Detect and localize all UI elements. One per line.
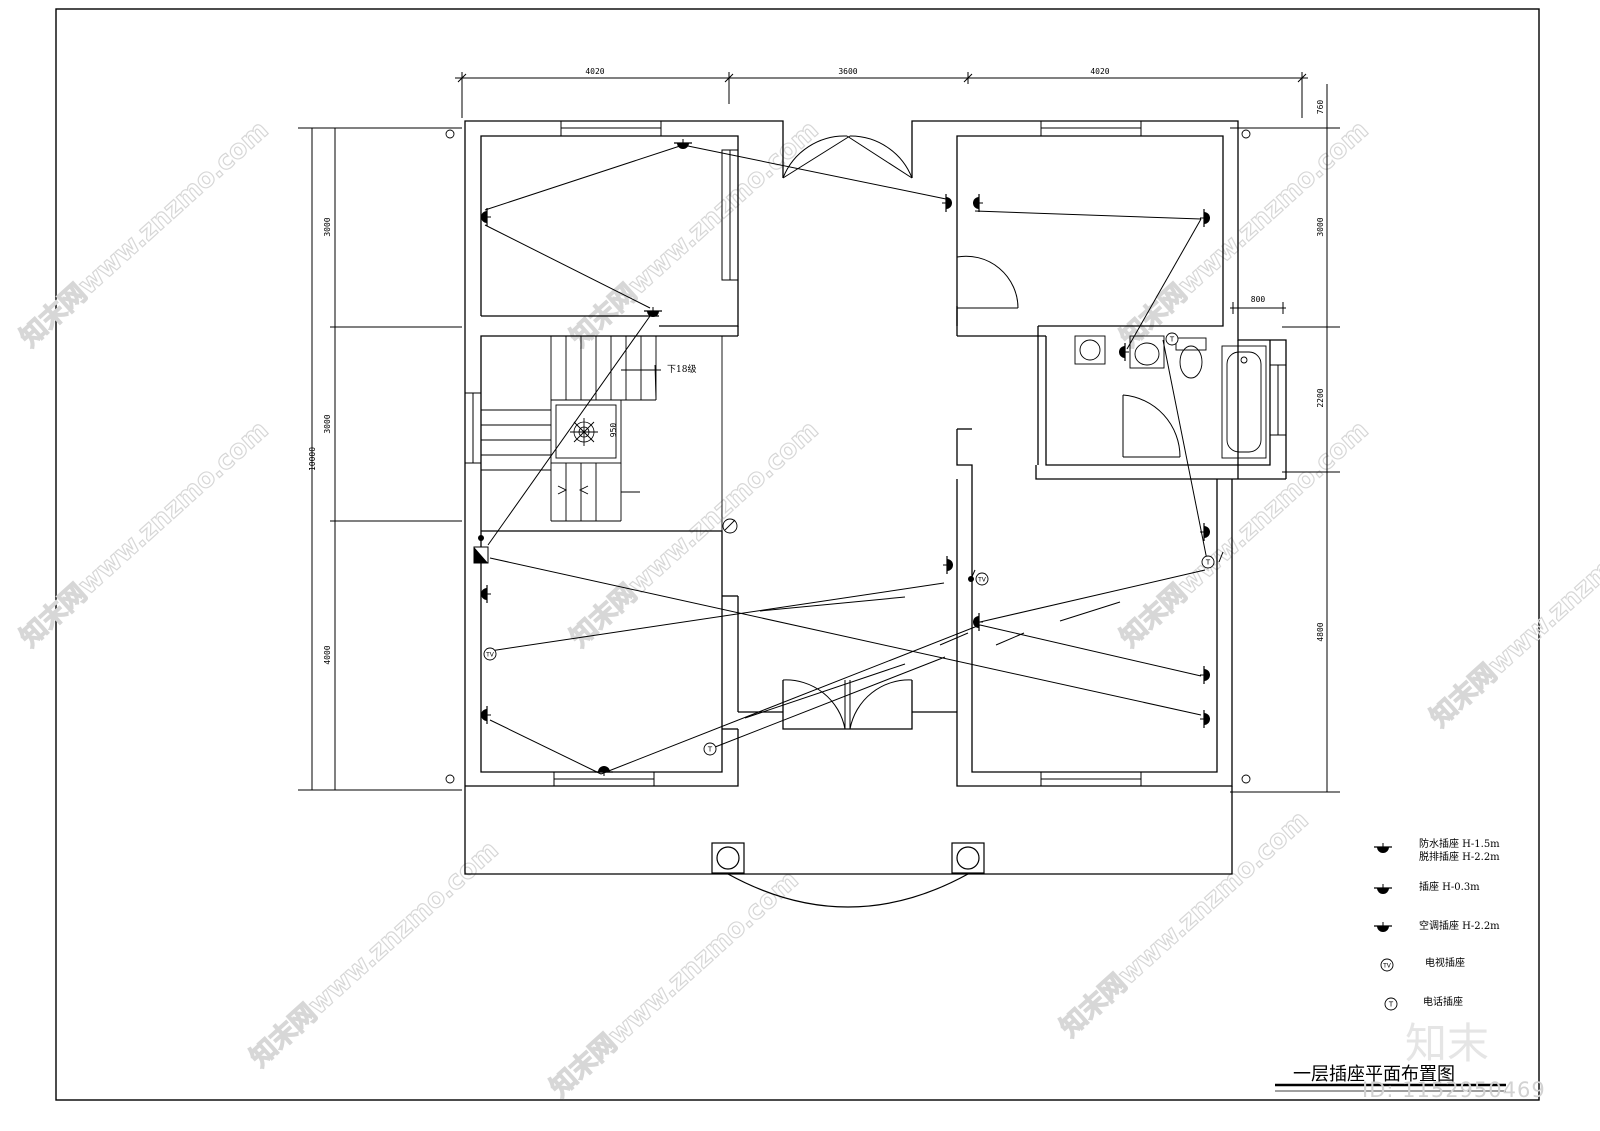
staircase: [480, 335, 723, 532]
waterproof-socket-icon: [1374, 843, 1392, 853]
watermark-text: 知末网www.znzmo.com: [545, 865, 805, 1103]
dim-right-1: 760: [1316, 100, 1325, 115]
porch-bay: [711, 842, 985, 908]
socket-icon: [973, 194, 983, 212]
tv-socket-icon: TV: [1380, 958, 1394, 972]
watermark-text: 知末网www.znzmo.com: [1115, 115, 1375, 353]
socket-icon: [942, 194, 952, 212]
svg-text:T: T: [707, 746, 713, 754]
legend-waterproof-line2: 脱排插座 H-2.2m: [1419, 850, 1500, 863]
svg-text:TV: TV: [977, 577, 987, 584]
watermark-brand: 知末: [1405, 1019, 1489, 1068]
dim-left-total: 10000: [308, 447, 317, 471]
socket-icon: [1200, 209, 1210, 227]
watermark-text: 知末网www.znzmo.com: [15, 115, 275, 353]
dim-right-2: 3000: [1316, 217, 1325, 236]
socket-icon: [481, 585, 491, 603]
svg-text:TV: TV: [1382, 963, 1392, 970]
watermark-text: 知末网www.znzmo.com: [565, 115, 825, 353]
watermark-layer: 知末网www.znzmo.com 知末网www.znzmo.com 知末网www.z…: [14, 114, 1600, 1103]
socket-icon: [481, 208, 491, 226]
legend-phone-label: 电话插座: [1423, 995, 1463, 1008]
windows: [464, 120, 1287, 787]
socket-symbols: TV TV T T T: [473, 139, 1215, 776]
phone-socket-icon: T: [1165, 332, 1179, 346]
socket-icon: [595, 766, 613, 776]
watermark-text: 知末网www.znzmo.com: [15, 415, 275, 653]
svg-text:T: T: [1205, 559, 1211, 567]
svg-text:T: T: [1388, 1001, 1394, 1009]
stair-note: 下18级: [667, 363, 696, 375]
legend: TV T 防水插座 H-1.5m 脱排插座 H-2.2m 插座 H-0.3m 空调…: [1374, 837, 1500, 1011]
socket-icon: [481, 706, 491, 724]
watermark-id: ID: 1152950469: [1362, 1078, 1546, 1102]
dim-left-3: 4000: [323, 645, 332, 664]
dim-top-2: 3600: [838, 67, 857, 76]
tv-socket-icon: TV: [483, 647, 497, 661]
legend-tv-label: 电视插座: [1425, 956, 1465, 969]
socket-icon: [674, 139, 692, 149]
socket-icon: [1200, 523, 1210, 541]
waterproof-socket-icon: [1119, 343, 1129, 361]
dim-right-3: 2200: [1316, 388, 1325, 407]
ac-socket-icon: [1374, 922, 1392, 932]
column-markers: [445, 129, 1251, 784]
dim-bath-width: 800: [1251, 295, 1266, 304]
phone-socket-icon: T: [1201, 555, 1215, 569]
tv-socket-icon: TV: [975, 572, 989, 586]
socket-icon: [644, 307, 662, 317]
phone-socket-icon: T: [1384, 997, 1398, 1011]
legend-socket-label: 插座 H-0.3m: [1419, 880, 1480, 893]
dim-right-4: 4800: [1316, 622, 1325, 641]
watermark-text: 知末网www.znzmo.com: [1115, 415, 1375, 653]
socket-icon: [1200, 666, 1210, 684]
walls: [464, 120, 1287, 875]
svg-text:TV: TV: [485, 652, 495, 659]
right-dimension-lines: [1230, 84, 1340, 793]
doors: [782, 135, 1181, 730]
watermark-text: 知末网www.znzmo.com: [1055, 805, 1315, 1043]
dim-left-1: 3000: [323, 217, 332, 236]
svg-text:T: T: [1169, 336, 1175, 344]
phone-socket-icon: T: [703, 742, 717, 756]
dim-top-3: 4020: [1090, 67, 1109, 76]
watermark-text: 知末网www.znzmo.com: [1425, 495, 1600, 733]
socket-icon: [943, 556, 953, 574]
distribution-box-icon: [473, 535, 974, 582]
socket-icon: [1374, 884, 1392, 894]
dim-stair-gap: 950: [609, 423, 618, 438]
left-dimension-lines: [298, 127, 462, 791]
legend-waterproof-line1: 防水插座 H-1.5m: [1419, 837, 1500, 850]
dim-top-1: 4020: [585, 67, 604, 76]
dim-left-2: 3000: [323, 414, 332, 433]
socket-icon: [973, 613, 983, 631]
top-dimension-line: [455, 72, 1308, 118]
drawing-title: 一层插座平面布置图: [1293, 1064, 1455, 1085]
socket-icon: [1200, 710, 1210, 728]
bathroom-fixtures: [1074, 335, 1267, 459]
legend-ac-label: 空调插座 H-2.2m: [1419, 919, 1500, 932]
watermark-text: 知末网www.znzmo.com: [565, 415, 825, 653]
wiring-lines: [484, 144, 1224, 775]
drawing-frame: [55, 8, 1540, 1101]
